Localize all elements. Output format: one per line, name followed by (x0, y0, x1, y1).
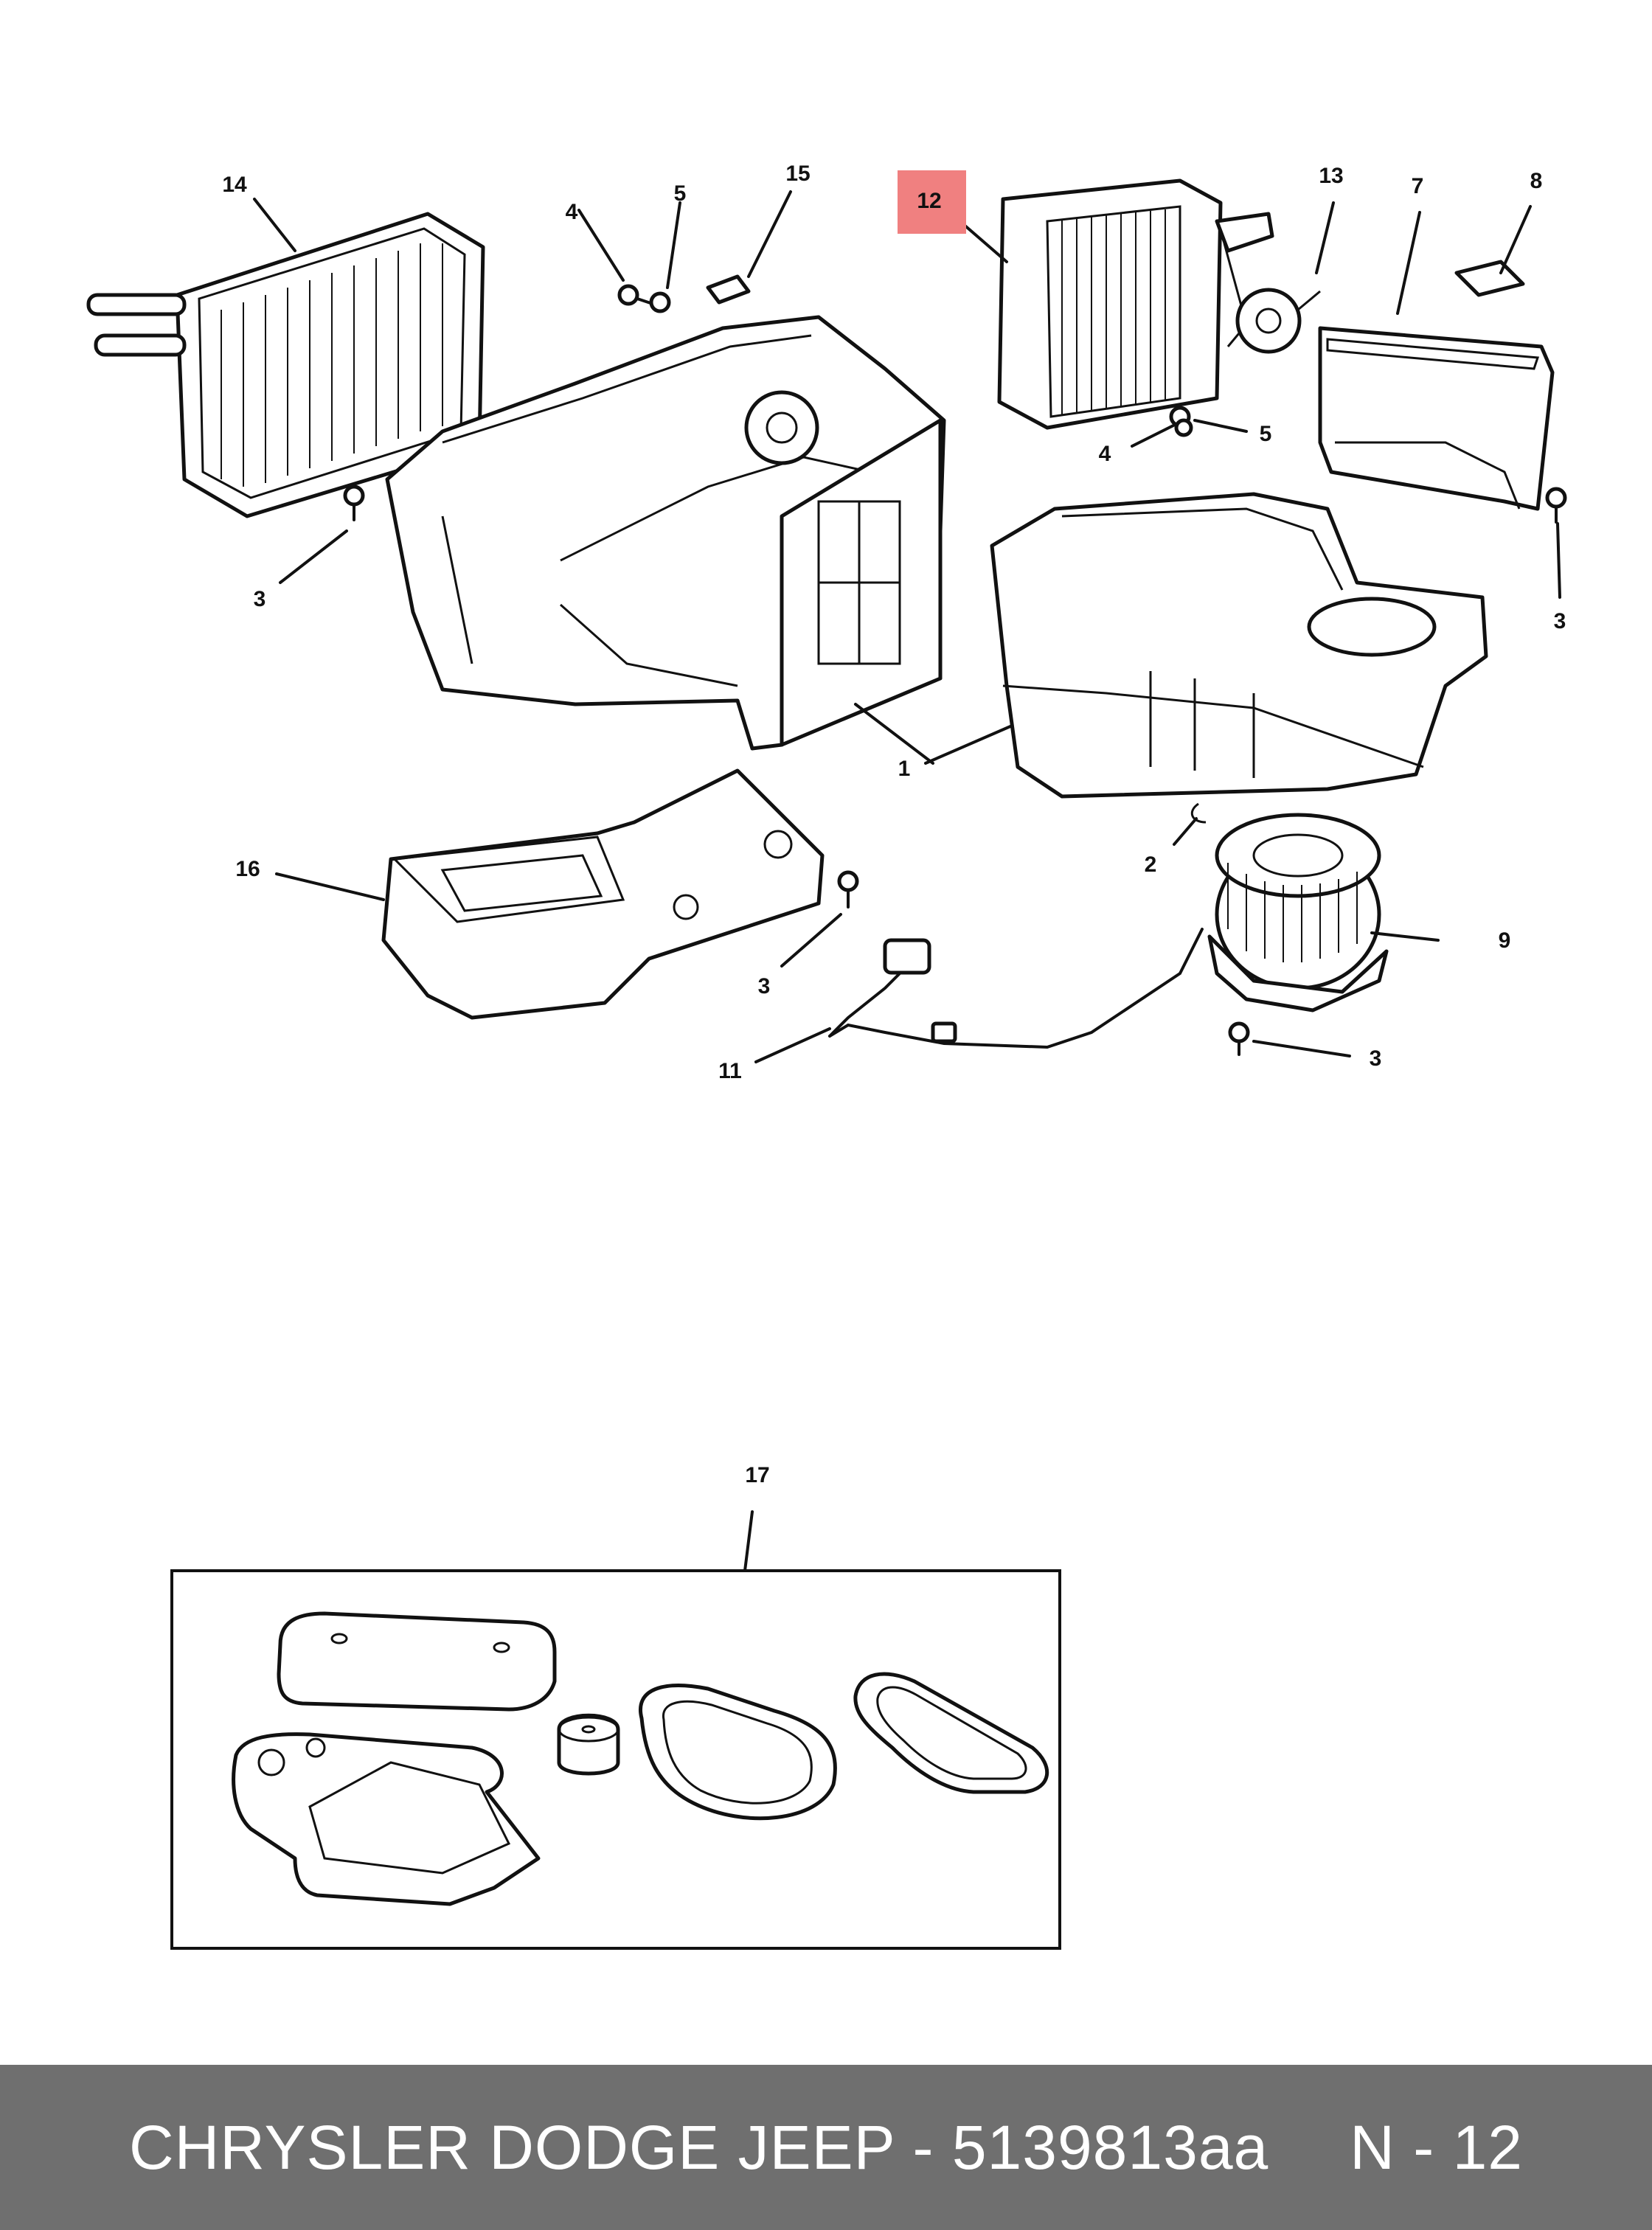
callout-15: 15 (785, 161, 810, 186)
parts-diagram: 14 4 5 15 12 13 7 8 5 4 3 3 1 2 16 3 9 1… (86, 161, 1567, 1950)
callout-1: 1 (898, 757, 911, 781)
nut-part-5b (1174, 418, 1193, 437)
wiring-harness-part-11 (828, 928, 1204, 1049)
callout-3a: 3 (254, 587, 266, 611)
callout-2: 2 (1145, 852, 1157, 877)
callout-12: 12 (917, 189, 941, 213)
callout-5a: 5 (674, 181, 687, 206)
footer-brand-partnumber: CHRYSLER DODGE JEEP - 5139813aa (128, 2112, 1269, 2182)
screw-part-3d (1228, 1021, 1250, 1056)
callout-4a: 4 (566, 200, 578, 224)
hvac-housing-right-part (990, 492, 1488, 799)
clip-part-15 (706, 274, 751, 305)
nut-part-5a (649, 291, 671, 313)
callout-8: 8 (1530, 169, 1543, 193)
callout-3c: 3 (758, 974, 771, 998)
clip-part-8 (1454, 260, 1525, 297)
callout-11: 11 (718, 1059, 742, 1083)
callout-3d: 3 (1370, 1046, 1382, 1071)
screw-part-3c (837, 870, 859, 909)
callout-12-highlight (898, 170, 966, 234)
sensor-part-13 (1235, 288, 1321, 354)
callout-labels: 14 4 5 15 12 13 7 8 5 4 3 3 1 2 16 3 9 1… (222, 161, 1566, 1487)
leader-lines (253, 190, 1561, 1572)
screw-part-3b (1545, 487, 1567, 524)
callout-17: 17 (745, 1463, 769, 1487)
screw-part-4a (617, 284, 654, 306)
duct-part-16 (381, 768, 825, 1020)
heater-core-part (86, 212, 485, 518)
callout-7: 7 (1412, 174, 1424, 198)
callout-5b: 5 (1260, 422, 1272, 446)
footer-page-ref: N - 12 (1350, 2112, 1524, 2182)
blower-motor-part-9 (1207, 813, 1389, 1012)
housing-cover-part-7 (1318, 326, 1555, 511)
evaporator-part (997, 178, 1274, 430)
callout-13: 13 (1319, 164, 1343, 188)
callout-9: 9 (1499, 928, 1511, 953)
callout-3b: 3 (1554, 609, 1566, 633)
hvac-housing-left-part (385, 315, 946, 751)
screw-part-3a (343, 484, 365, 521)
clip-part-2 (1190, 802, 1207, 824)
callout-14: 14 (222, 173, 247, 197)
seal-kit-part-17 (170, 1569, 1061, 1950)
footer-bar: CHRYSLER DODGE JEEP - 5139813aa N - 12 (0, 2065, 1652, 2230)
callout-4b: 4 (1099, 442, 1111, 466)
callout-16: 16 (235, 857, 260, 881)
